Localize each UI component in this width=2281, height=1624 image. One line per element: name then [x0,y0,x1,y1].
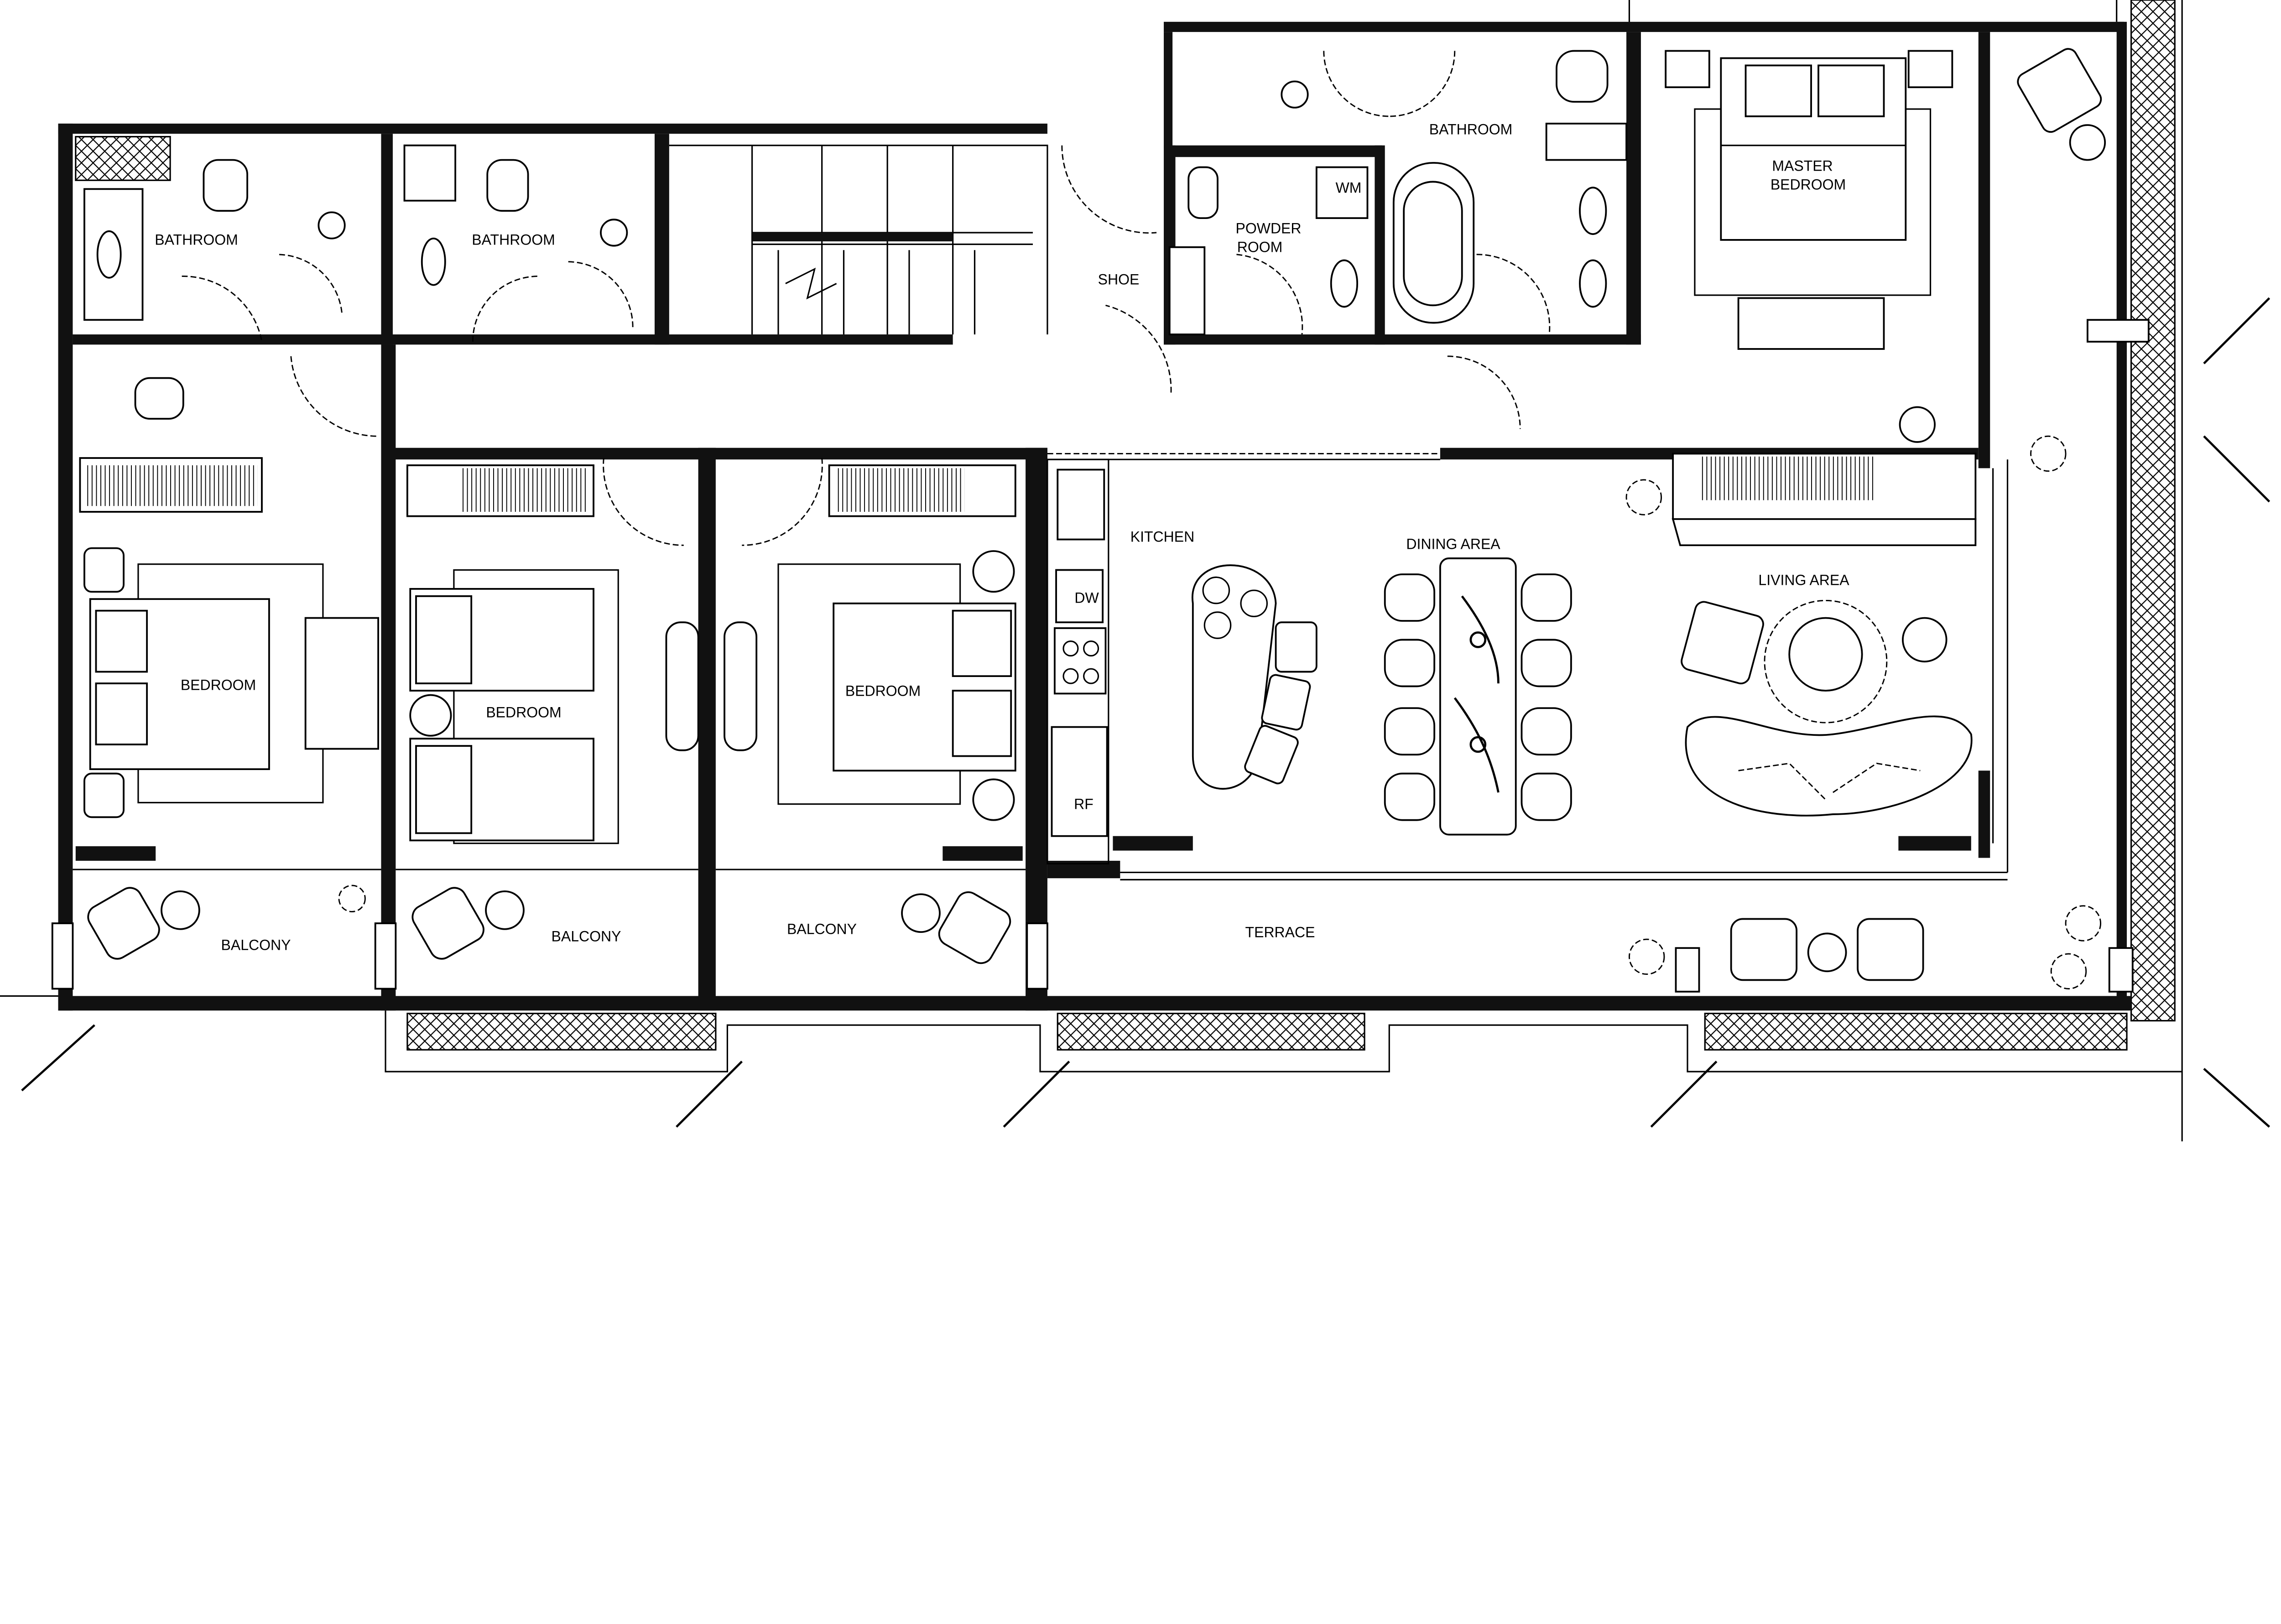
label-balcony-3: BALCONY [787,921,857,937]
label-master-bedroom: MASTER [1772,157,1833,174]
label-shoe: SHOE [1098,271,1140,287]
floor-plan-frame: BATHROOM BATHROOM BATHROOM SHOE POWDER R… [0,0,2271,1142]
bedroom-3-furniture [777,464,1023,861]
floor-plan [0,0,2271,1142]
label-balcony-2: BALCONY [551,928,621,945]
label-powder-room-2: ROOM [1237,239,1283,255]
label-master-bedroom-2: BEDROOM [1770,176,1846,193]
label-dw: DW [1074,589,1099,606]
bedroom-1-furniture [75,377,379,861]
door-swings [182,51,1551,546]
label-dining-area: DINING AREA [1406,536,1500,552]
label-bathroom-1: BATHROOM [155,231,238,248]
dining-table [1384,557,1572,836]
label-rf: RF [1074,796,1094,812]
label-bedroom-1: BEDROOM [180,677,256,693]
bedroom-2-furniture [406,464,758,844]
label-bedroom-2: BEDROOM [486,704,562,721]
label-bedroom-3: BEDROOM [845,682,921,699]
label-bathroom-2: BATHROOM [472,231,555,248]
label-powder-room: POWDER [1235,220,1302,237]
staircase [669,145,1048,335]
label-balcony-1: BALCONY [221,937,291,953]
living-furniture [1672,453,1977,851]
outdoor-furniture [51,887,2134,993]
label-kitchen: KITCHEN [1130,528,1195,545]
bathroom-fixtures [75,50,1627,336]
kitchen-furniture [1047,458,1318,864]
walls [58,21,2150,1011]
facade-hatch [0,0,2271,1142]
label-wm: WM [1335,179,1362,196]
label-terrace: TERRACE [1245,924,1315,941]
master-bed [1665,48,2106,443]
plants [338,435,2102,989]
glazing [73,453,2009,880]
label-living-area: LIVING AREA [1758,572,1849,588]
dining-chairs [1384,573,1572,821]
label-bathroom-master: BATHROOM [1429,121,1513,138]
